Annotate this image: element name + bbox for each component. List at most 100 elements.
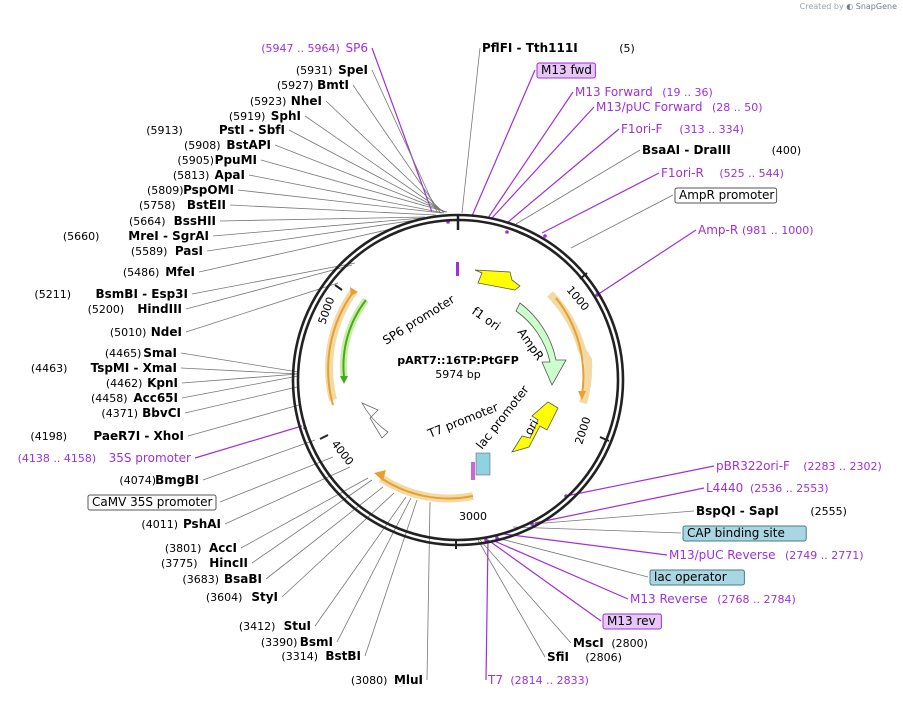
site-label-mlui: MluI: [394, 673, 423, 687]
leader-nhei: [325, 100, 444, 213]
site-label-sp6: SP6: [346, 41, 369, 55]
site-label-bsaai-draiii: BsaAI - DraIII: [642, 143, 731, 157]
site-label-acc65i: Acc65I: [133, 391, 178, 405]
plasmid-title: pART7::16TP:PtGFP: [397, 354, 519, 367]
tick-label-2000: 2000: [572, 415, 593, 446]
leader-tspmi-xmai: [180, 367, 299, 375]
site-pos-ppumi: (5905): [177, 154, 214, 167]
site-label-psti-sbfi: PstI - SbfI: [219, 123, 285, 137]
leader-acc65i: [181, 375, 299, 399]
site-label-pspomi: PspOMI: [183, 183, 234, 197]
leader-pasi: [206, 219, 417, 252]
feature-box-cap-binding-site-box: [682, 525, 807, 542]
feature-box-cap-binding-site: CAP binding site: [687, 526, 785, 540]
feature-box-camv-35s-promoter: CaMV 35S promoter: [92, 495, 213, 509]
site-label-pasi: PasI: [175, 244, 203, 258]
site-pos-m13-puc-reverse: (2749 .. 2771): [785, 549, 864, 562]
leader-styi: [281, 492, 395, 598]
leader-lines: [180, 47, 715, 681]
site-pos-pspomi: (5809): [147, 184, 184, 197]
feature-box-ampr-promoter: AmpR promoter: [679, 188, 774, 202]
f1-ori-arrow: [474, 269, 521, 291]
leader-pspomi: [237, 189, 443, 214]
leader-m13-forward: [487, 91, 574, 219]
site-pos-bsshii: (5664): [129, 215, 166, 228]
site-pos-bsaai-draiii: (400): [772, 144, 802, 157]
site-pos-kpni: (4462): [106, 377, 143, 390]
site-pos-sfii: (2806): [585, 651, 622, 664]
leader-ppumi: [260, 159, 448, 213]
leader-mrei-sgrai: [212, 217, 423, 237]
leader-m13-reverse: [491, 539, 629, 600]
site-pos-hindiii: (5200): [88, 303, 125, 316]
site-pos-bspqi-sapi: (2555): [810, 505, 847, 518]
site-pos-mfei: (5486): [123, 266, 160, 279]
leader-amp-r: [596, 229, 697, 296]
leader-mlui: [426, 501, 431, 681]
feature-box-ampr-promoter-box: [674, 187, 778, 204]
gfp-arc: [342, 299, 367, 378]
site-pos-f1ori-r: (525 .. 544): [719, 167, 784, 180]
site-pos-styi: (3604): [206, 591, 243, 604]
orf-arc-bottom-glow: [378, 474, 474, 503]
site-label-acci: AccI: [209, 541, 237, 555]
leader-hincii: [251, 479, 373, 564]
site-label-spei: SpeI: [338, 63, 368, 77]
leader-pflfi-tth111i: [461, 47, 481, 214]
site-label-bsmbi-esp3i: BsmBI - Esp3I: [96, 287, 188, 301]
site-pos-apai: (5813): [173, 169, 210, 182]
leader-bsabi: [265, 486, 384, 580]
site-pos-bmti: (5927): [277, 79, 314, 92]
site-pos-bstbi: (3314): [281, 650, 318, 663]
tick-label-4000: 4000: [329, 438, 356, 468]
tick-2000: [599, 436, 610, 442]
site-label-pflfi-tth111i: PflFI - Tth111I: [482, 41, 578, 55]
leader-bsmbi-esp3i: [191, 262, 356, 295]
leader-m13-fwd: [471, 69, 536, 217]
leader-cap-binding-site: [512, 526, 682, 534]
site-label-bsmi: BsmI: [300, 635, 333, 649]
snapgene-watermark: Created by ◐ SnapGene: [800, 2, 897, 11]
leader-bstapi: [274, 144, 447, 213]
site-label-t7: T7: [487, 673, 503, 687]
site-label-bspqi-sapi: BspQI - SapI: [696, 504, 779, 518]
leader-bstbi: [364, 499, 418, 657]
site-label-ppumi: PpuMI: [215, 153, 257, 167]
m13-rev-marker: [471, 462, 475, 480]
site-label-apai: ApaI: [215, 168, 245, 182]
left-site-labels: SP6(5947 .. 5964)SpeI(5931)BmtI(5927)Nhe…: [18, 41, 423, 687]
leader-stui: [314, 496, 407, 627]
site-label-paer7i-xhoi: PaeR7I - XhoI: [93, 429, 184, 443]
site-pos-pflfi-tth111i: (5): [619, 42, 635, 55]
tick-1000: [579, 272, 588, 280]
site-label-ndei: NdeI: [151, 325, 182, 339]
site-pos-smai: (4465): [105, 347, 142, 360]
site-label-m13-puc-forward: M13/pUC Forward: [596, 100, 703, 114]
site-label-smai: SmaI: [143, 346, 177, 360]
site-label-msci: MscI: [573, 636, 604, 650]
feature-box-lac-operator-box: [649, 569, 745, 586]
leader-f1ori-r: [541, 172, 660, 234]
site-pos-stui: (3412): [239, 620, 276, 633]
sp6-marker: [456, 262, 459, 276]
leader-bsshii: [219, 216, 426, 222]
primer-box-m13-fwd-box: [536, 62, 596, 79]
site-label-35s-promoter: 35S promoter: [109, 451, 191, 465]
primer-box-m13-rev: M13 rev: [607, 614, 656, 628]
site-label-m13-reverse: M13 Reverse: [630, 592, 708, 606]
primer-site-mark: [543, 234, 547, 238]
site-pos-m13-puc-forward: (28 .. 50): [712, 101, 763, 114]
orf-arc-left: [327, 290, 355, 406]
site-pos-m13-reverse: (2768 .. 2784): [717, 593, 796, 606]
leader-hindiii: [185, 264, 353, 310]
site-label-sphi: SphI: [271, 109, 301, 123]
leader-sp6: [371, 47, 433, 213]
site-pos-ndei: (5010): [110, 326, 147, 339]
leader-bsmi: [336, 497, 412, 643]
leader-mfei: [198, 226, 401, 273]
leader-m13-rev: [487, 539, 602, 622]
site-label-l4440: L4440: [706, 481, 743, 495]
site-label-f1ori-r: F1ori-R: [661, 166, 704, 180]
site-label-hincii: HincII: [209, 556, 248, 570]
